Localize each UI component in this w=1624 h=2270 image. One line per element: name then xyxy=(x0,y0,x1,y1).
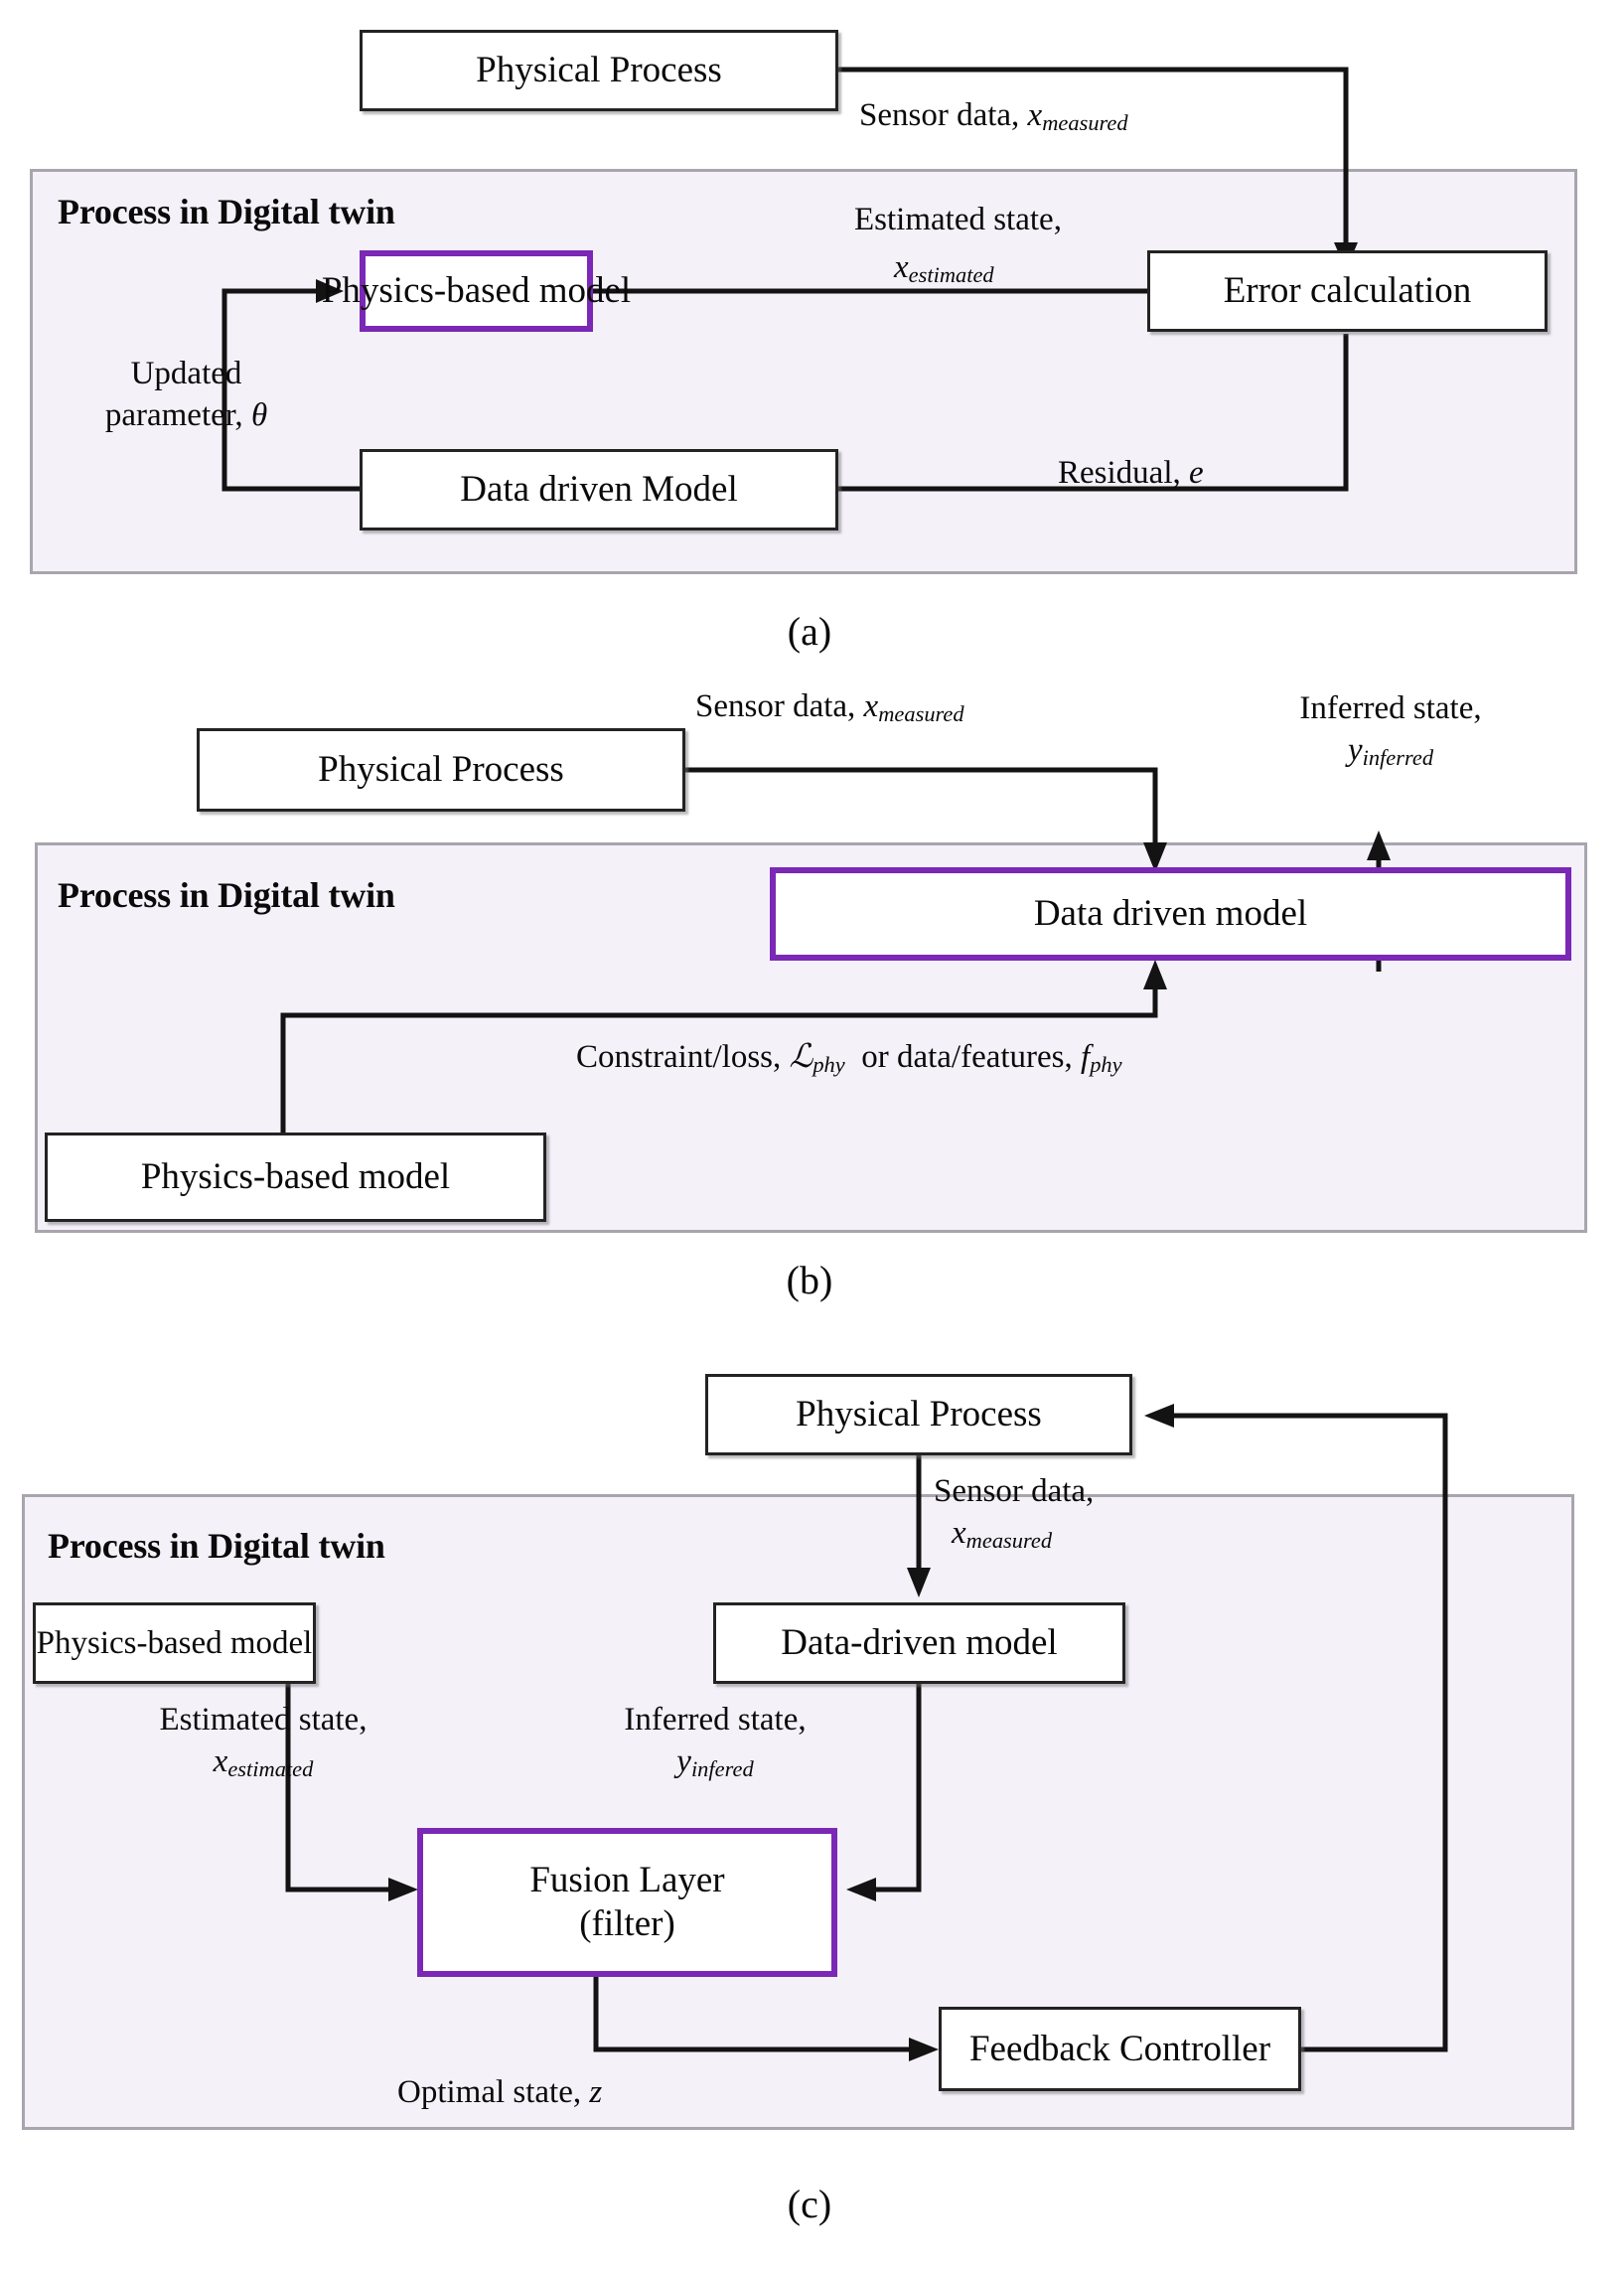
label-optimal-state-var-c: z xyxy=(589,2074,603,2110)
label-sensor-data-text-b: Sensor data, xyxy=(695,688,856,724)
label-constraint-mid-b: or data/features, xyxy=(861,1039,1073,1075)
digital-twin-container-c xyxy=(22,1494,1574,2130)
label-sensor-data-var-a: xmeasured xyxy=(1027,97,1128,135)
label-inferred-state-text-b: Inferred state, xyxy=(1299,690,1482,726)
label-estimated-state-c: Estimated state, xestimated xyxy=(114,1699,412,1784)
box-physical-process-b[interactable]: Physical Process xyxy=(197,728,685,812)
box-error-calculation-a[interactable]: Error calculation xyxy=(1147,250,1548,332)
box-physical-process-a[interactable]: Physical Process xyxy=(360,30,838,111)
label-constraint-loss-b: Constraint/loss, ℒphy or data/features, … xyxy=(576,1036,1122,1080)
label-sensor-data-c: Sensor data, xmeasured xyxy=(934,1470,1232,1556)
panel-c: Process in Digital twin Physical Process… xyxy=(0,1331,1624,2270)
label-updated-parameter-a: Updated parameter, θ xyxy=(55,353,318,436)
label-optimal-state-c: Optimal state, z xyxy=(397,2071,602,2113)
label-sensor-data-text-c: Sensor data, xyxy=(934,1473,1095,1509)
panel-a: Process in Digital twin Physical Process… xyxy=(0,0,1624,695)
label-constraint-pre-b: Constraint/loss, xyxy=(576,1039,782,1075)
label-updated-line1-a: Updated xyxy=(130,356,242,391)
label-sensor-data-a: Sensor data, xmeasured xyxy=(859,94,1128,138)
label-sensor-data-b: Sensor data, xmeasured xyxy=(695,685,964,729)
label-estimated-state-var-a: xestimated xyxy=(894,249,994,287)
digital-twin-title-c: Process in Digital twin xyxy=(48,1526,385,1566)
label-inferred-state-var-c: yinfered xyxy=(676,1743,754,1782)
caption-a: (a) xyxy=(787,609,832,654)
digital-twin-title-b: Process in Digital twin xyxy=(58,875,395,915)
box-fusion-layer-c[interactable]: Fusion Layer (filter) xyxy=(417,1828,837,1977)
caption-b: (b) xyxy=(786,1258,833,1302)
label-estimated-state-text-c: Estimated state, xyxy=(159,1702,368,1738)
box-physics-based-model-a[interactable]: Physics-based model xyxy=(322,250,631,332)
label-updated-line2-a: parameter, θ xyxy=(104,397,268,434)
label-sensor-data-var-c: xmeasured xyxy=(952,1515,1053,1554)
box-data-driven-model-c[interactable]: Data-driven model xyxy=(713,1602,1125,1684)
label-inferred-state-c: Inferred state, yinfered xyxy=(566,1699,864,1784)
label-residual-text-a: Residual, xyxy=(1058,455,1181,491)
box-feedback-controller-c[interactable]: Feedback Controller xyxy=(939,2007,1301,2091)
label-constraint-var-b: ℒphy xyxy=(789,1039,845,1077)
box-physics-based-model-c[interactable]: Physics-based model xyxy=(33,1602,316,1684)
label-inferred-state-var-b: yinferred xyxy=(1347,732,1434,771)
panel-b: Process in Digital twin Physical Process… xyxy=(0,688,1624,1331)
label-sensor-data-text-a: Sensor data, xyxy=(859,97,1020,133)
fusion-layer-line1-c: Fusion Layer xyxy=(529,1860,725,1901)
box-physics-based-model-b[interactable]: Physics-based model xyxy=(45,1133,546,1222)
label-sensor-data-var-b: xmeasured xyxy=(863,688,964,726)
label-residual-a: Residual, e xyxy=(1058,452,1204,494)
label-inferred-state-text-c: Inferred state, xyxy=(624,1702,807,1738)
label-residual-var-a: e xyxy=(1188,455,1204,491)
box-data-driven-model-b[interactable]: Data driven model xyxy=(770,867,1571,961)
box-physical-process-c[interactable]: Physical Process xyxy=(705,1374,1132,1455)
label-optimal-state-text-c: Optimal state, xyxy=(397,2074,582,2110)
box-data-driven-model-a[interactable]: Data driven Model xyxy=(360,449,838,530)
label-estimated-state-text-a: Estimated state, xyxy=(854,202,1062,237)
label-constraint-var2-b: fphy xyxy=(1081,1039,1122,1077)
label-estimated-state-a: Estimated state, xyxy=(854,199,1062,240)
label-estimated-state-var-c: xestimated xyxy=(213,1743,314,1782)
fusion-layer-line2-c: (filter) xyxy=(579,1903,675,1944)
digital-twin-title-a: Process in Digital twin xyxy=(58,192,395,231)
label-inferred-state-b: Inferred state, yinferred xyxy=(1247,687,1535,773)
caption-c: (c) xyxy=(787,2182,832,2226)
